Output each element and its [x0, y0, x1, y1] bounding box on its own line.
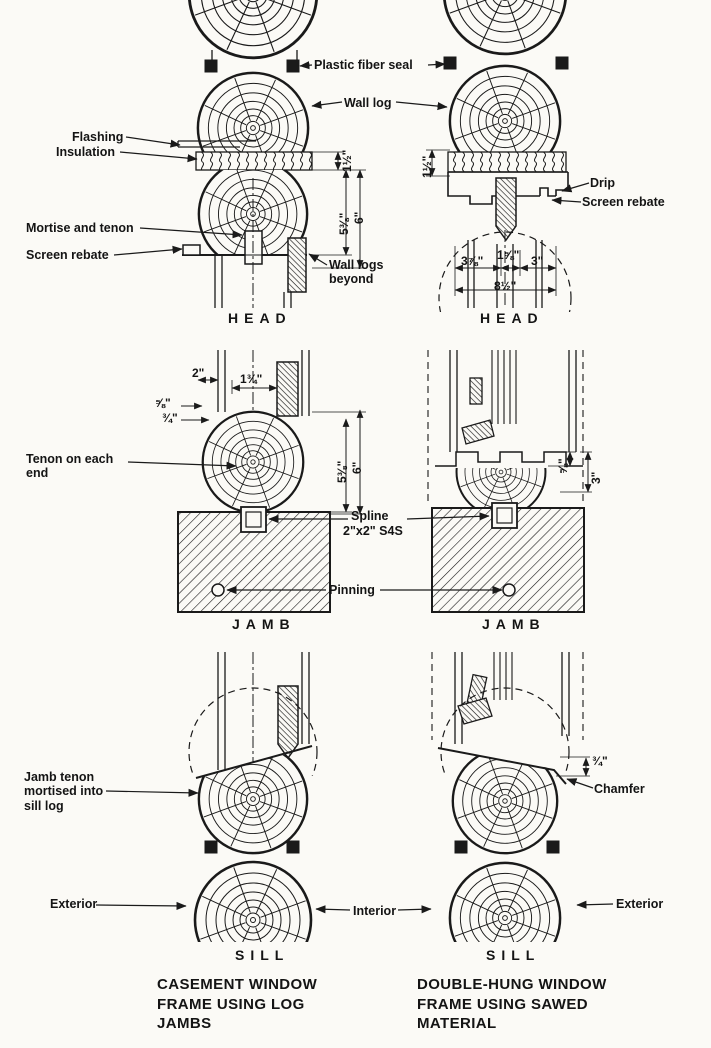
label-jamb-tenon: Jamb tenon mortised into sill log — [24, 770, 104, 813]
head-left-drawing — [177, 0, 366, 308]
frame-head-piece — [287, 237, 307, 293]
pinning-hole — [211, 583, 225, 597]
plastic-fiber-seal-block — [454, 840, 468, 854]
dim-head-left-insul: 1½" — [340, 149, 354, 172]
wall-beyond-dashed — [431, 652, 584, 740]
section-title-sill-left: SILL — [235, 947, 290, 963]
dim-jamb-left-overall: 6" — [350, 461, 364, 474]
dim-jamb-left-a: 2" — [192, 366, 205, 380]
plastic-fiber-seal-block — [286, 59, 300, 73]
wall-beyond-dashed — [427, 350, 584, 505]
insulation-band — [195, 151, 313, 171]
section-title-head-left: HEAD — [228, 310, 292, 326]
screen-rebate-notch — [182, 244, 201, 256]
parting-strip-piece — [461, 419, 495, 445]
dim-jamb-right-a: ⅝" — [556, 458, 570, 474]
sash-rail-piece — [457, 697, 493, 725]
label-mortise-and-tenon: Mortise and tenon — [26, 221, 134, 235]
log-jamb-section — [201, 410, 305, 514]
dim-jamb-left-c: ⅝" — [155, 396, 171, 410]
caption-casement-window: CASEMENT WINDOW FRAME USING LOG JAMBS — [157, 976, 318, 1032]
dim-head-right-b: 1⅝" — [497, 248, 520, 262]
dim-head-right-total: 8½" — [494, 279, 517, 293]
sill-right-drawing — [431, 652, 590, 942]
plastic-fiber-seal-block — [204, 59, 218, 73]
sash-bottom-rail — [277, 685, 299, 760]
label-exterior-right: Exterior — [616, 897, 664, 911]
plastic-fiber-seal-block — [443, 56, 457, 70]
sill-left-drawing — [188, 652, 318, 942]
label-tenon-on-each-end: Tenon on each end — [26, 452, 114, 481]
jamb-right-drawing — [427, 350, 592, 613]
top-wall-log — [442, 0, 568, 56]
label-wall-log: Wall log — [344, 96, 392, 110]
label-spline-size: 2"x2" S4S — [343, 524, 403, 538]
section-title-jamb-left: JAMB — [232, 616, 296, 632]
label-chamfer: Chamfer — [594, 782, 645, 796]
dim-head-right-c: 3" — [531, 254, 544, 268]
log-beyond-dashed — [440, 687, 570, 774]
plastic-fiber-seal-block — [286, 840, 300, 854]
dim-jamb-left-d: ¾" — [162, 411, 178, 425]
sill-slope-chamfer — [437, 747, 567, 785]
section-title-jamb-right: JAMB — [482, 616, 546, 632]
dim-head-left-overall: 6" — [352, 211, 366, 224]
dim-head-left-opening: 5⅜" — [337, 212, 351, 235]
label-insulation: Insulation — [56, 145, 116, 159]
plastic-fiber-seal-block — [555, 56, 569, 70]
top-wall-log — [187, 0, 319, 60]
section-title-sill-right: SILL — [486, 947, 541, 963]
label-plastic-fiber-seal: Plastic fiber seal — [314, 58, 413, 72]
spline-joint — [240, 506, 267, 533]
label-screen-rebate-left: Screen rebate — [26, 248, 109, 262]
label-pinning: Pinning — [329, 583, 375, 597]
pinning-hole — [502, 583, 516, 597]
spline-joint — [491, 502, 518, 529]
dim-jamb-right-b: 3" — [589, 471, 603, 484]
sawed-head-board — [447, 171, 569, 205]
plastic-fiber-seal-block — [204, 840, 218, 854]
sash-stop-piece — [469, 377, 483, 405]
casement-sash-stile — [276, 361, 299, 417]
head-right-drawing — [426, 0, 572, 312]
leader-lines — [95, 60, 614, 914]
label-wall-logs-beyond: Wall logs beyond — [329, 258, 384, 287]
dim-head-right-insul: 1½" — [420, 155, 434, 178]
label-flashing: Flashing — [72, 130, 124, 144]
jamb-left-drawing — [177, 350, 366, 613]
insulation-band — [447, 151, 567, 173]
dim-head-right-a: 3⅞" — [461, 254, 484, 268]
dim-jamb-left-b: 1¾" — [240, 372, 263, 386]
dim-sill-right-chamfer: ¾" — [592, 754, 608, 768]
caption-double-hung-window: DOUBLE-HUNG WINDOW FRAME USING SAWED MAT… — [417, 976, 607, 1032]
sill-log-section — [451, 749, 559, 855]
head-tenon-piece — [495, 177, 517, 242]
wall-log-beyond-dashed — [438, 231, 572, 312]
log-beyond-dashed — [188, 687, 318, 776]
sill-slope — [195, 745, 313, 779]
label-drip: Drip — [590, 176, 615, 190]
label-screen-rebate-right: Screen rebate — [582, 195, 665, 209]
label-spline: Spline — [351, 509, 389, 523]
plastic-fiber-seal-block — [546, 840, 560, 854]
label-interior: Interior — [353, 904, 397, 918]
dim-jamb-left-opening: 5⅜" — [335, 460, 349, 483]
label-exterior-left: Exterior — [50, 897, 98, 911]
section-title-head-right: HEAD — [480, 310, 544, 326]
